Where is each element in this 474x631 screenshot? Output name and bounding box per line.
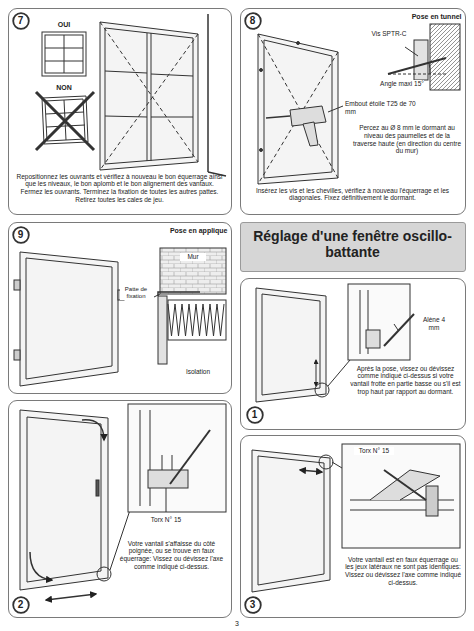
part-label: Embout étoile T25 de 70 mm (345, 100, 417, 116)
correct-window (42, 32, 86, 76)
step-number: 9 (12, 226, 30, 244)
step-number-text: 3 (244, 596, 262, 614)
step-number: 7 (12, 12, 30, 30)
part-label: Mur (180, 253, 206, 261)
instruction-text: Insérez les vis et les chevilles, vérifi… (246, 187, 460, 203)
step-number-text: 9 (12, 226, 30, 244)
hinge-detail (128, 404, 226, 512)
step-number-text: 8 (244, 12, 262, 30)
wall-section (154, 248, 226, 364)
step-number: 3 (244, 596, 262, 614)
part-label: Patte de fixation (120, 286, 152, 300)
section-title-box: Réglage d'une fenêtre oscillo-battante (240, 222, 466, 272)
instruction-note: Percez au Ø 8 mm le dormant au niveau de… (352, 124, 462, 155)
wrong-window (36, 92, 94, 150)
tool-label: Alène 4 mm (418, 316, 450, 332)
panel-heading: Pose en tunnel (378, 13, 462, 21)
step-panel: Après la pose, vissez ou dévissez comme … (240, 278, 466, 430)
step-number: 2 (12, 596, 30, 614)
window-frame (100, 14, 226, 176)
part-label: Isolation (178, 368, 218, 376)
window-sash (20, 410, 130, 600)
window-frame (258, 34, 338, 184)
window-sash (256, 288, 350, 402)
option-label: OUI (52, 21, 76, 29)
step-panel: Votre vantail est en faux équerrage ou l… (240, 435, 466, 618)
dimension-label: Angle maxi 15° (380, 80, 424, 88)
hinge-detail (342, 444, 460, 548)
window-frame (14, 252, 124, 386)
drill (266, 106, 326, 146)
instruction-text: Repositionnez les ouvrants et vérifiez à… (14, 173, 226, 204)
tool-label: Torx N° 15 (146, 516, 186, 524)
step-number: 1 (246, 406, 264, 424)
option-label: NON (52, 84, 76, 92)
page-number: 3 (229, 620, 245, 628)
hinge-detail (348, 284, 414, 360)
section-title: Réglage d'une fenêtre oscillo-battante (246, 228, 460, 262)
step-number-text: 2 (12, 596, 30, 614)
panel-heading: Pose en applique (110, 227, 228, 235)
tool-label: Torx N° 15 (354, 447, 394, 455)
instruction-text: Après la pose, vissez ou dévissez comme … (350, 365, 462, 396)
window-sash (252, 450, 342, 592)
instruction-text: Votre vantail est en faux équerrage ou l… (345, 556, 462, 587)
step-panel: Repositionnez les ouvrants et vérifiez à… (8, 8, 232, 215)
step-number: 8 (244, 12, 262, 30)
step-number-text: 7 (12, 12, 30, 30)
step-number-text: 1 (246, 406, 264, 424)
step-panel: Votre vantail s'affaisse du côté poignée… (8, 400, 232, 618)
instruction-text: Votre vantail s'affaisse du côté poignée… (116, 540, 228, 571)
part-label: Vis SPTR-C (368, 30, 410, 38)
